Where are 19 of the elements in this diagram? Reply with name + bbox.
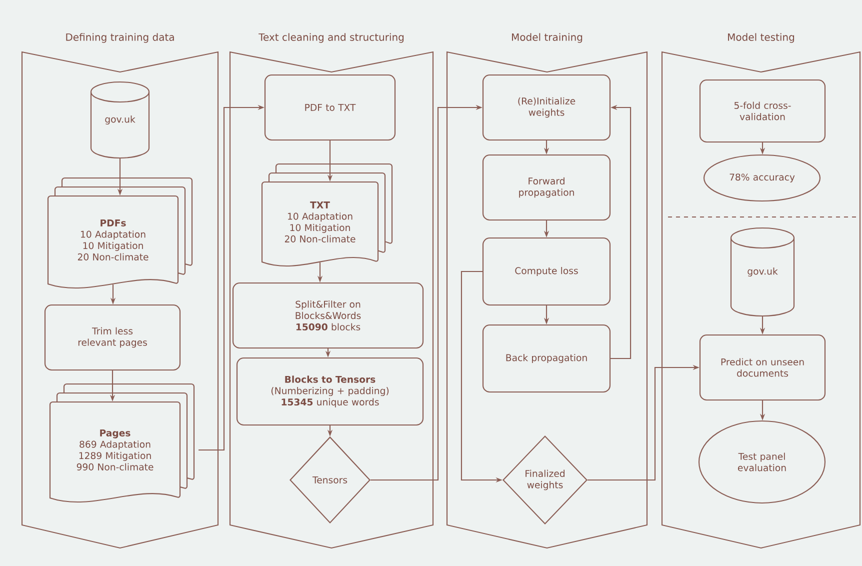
database-cylinder: gov.uk — [730, 227, 795, 317]
process-box: Predict on unseen documents — [699, 334, 826, 401]
process-box: Back propagation — [482, 324, 611, 393]
node-label: Text cleaning and structuring — [258, 33, 404, 43]
process-box: 5-fold cross-validation — [699, 79, 826, 143]
node-label: Defining training data — [66, 33, 174, 43]
node-label: Model testing — [728, 33, 794, 43]
process-box: (Re)Initialize weights — [482, 74, 611, 141]
document-stack: Pages 869 Adaptation 1289 Mitigation 990 Non-climate — [49, 383, 195, 502]
process-box: Forward propagation — [482, 154, 611, 221]
node-label: Model training — [512, 33, 582, 43]
database-cylinder: gov.uk — [90, 81, 150, 159]
document-stack: TXT 10 Adaptation 10 Mitigation 20 Non-climate — [261, 163, 393, 266]
process-box: Blocks to Tensors (Numberizing + padding) 15345 unique words — [236, 357, 424, 426]
process-box: Compute loss — [482, 237, 611, 306]
process-box: Trim less relevant pages — [44, 304, 181, 371]
process-box: Split&Filter on Blocks&Words 15090 blocks — [232, 282, 424, 349]
process-box: PDF to TXT — [264, 74, 396, 141]
document-stack: PDFs 10 Adaptation 10 Mitigation 20 Non-climate — [47, 177, 193, 288]
